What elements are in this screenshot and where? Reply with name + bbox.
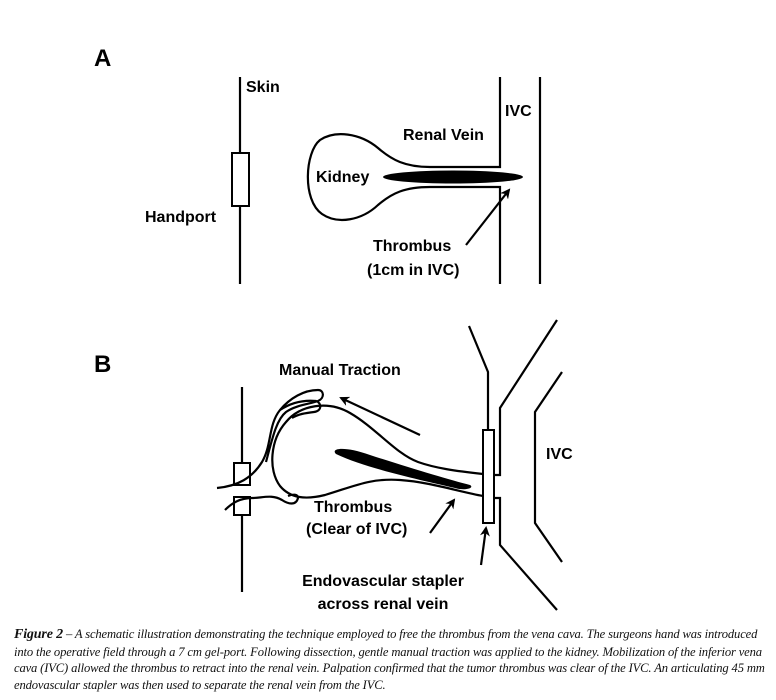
ivc-label: IVC bbox=[546, 446, 573, 463]
caption-text: – A schematic illustration demonstrating… bbox=[14, 627, 765, 692]
ivc-label: IVC bbox=[505, 103, 532, 120]
thrombus-arrow bbox=[465, 188, 511, 246]
traction-arrow bbox=[339, 396, 421, 436]
thrombus-arrow bbox=[429, 498, 456, 534]
kidney-renal-vein-outline bbox=[306, 77, 502, 284]
skin-label: Skin bbox=[246, 79, 280, 96]
handport-box bbox=[231, 152, 250, 207]
thrombus-shape bbox=[334, 448, 472, 490]
caption-lead: Figure 2 bbox=[14, 627, 63, 642]
schematic-figure: A Skin Handport Renal Vein Kidney IVC Th… bbox=[94, 45, 573, 613]
panel-b-letter: B bbox=[94, 351, 111, 378]
kidney-renal-vein-outline bbox=[271, 404, 484, 499]
stapler-arrow bbox=[479, 526, 490, 566]
renal-vein-label: Renal Vein bbox=[403, 127, 484, 144]
hand-outline bbox=[216, 388, 324, 490]
hand-finger bbox=[279, 399, 322, 419]
kidney-label: Kidney bbox=[316, 169, 369, 186]
ivc-wall-upper bbox=[495, 319, 558, 477]
endovascular-stapler bbox=[482, 429, 495, 524]
thrombus-label: Thrombus bbox=[373, 238, 451, 255]
thrombus-label: Thrombus bbox=[314, 499, 392, 516]
panel-a-letter: A bbox=[94, 45, 111, 72]
figure-caption: Figure 2 – A schematic illustration demo… bbox=[14, 626, 766, 693]
stapler-label-line2: across renal vein bbox=[318, 596, 449, 613]
manual-traction-label: Manual Traction bbox=[279, 362, 401, 379]
panel-a: A Skin Handport Renal Vein Kidney IVC Th… bbox=[94, 45, 542, 284]
stapler-label-line1: Endovascular stapler bbox=[302, 573, 464, 590]
thrombus-shape bbox=[383, 170, 523, 184]
thrombus-note-label: (Clear of IVC) bbox=[306, 521, 407, 538]
panel-b: B IVC Manual Traction Thrombus (Clear of… bbox=[94, 319, 573, 613]
ivc-left-wall-upper bbox=[467, 325, 490, 430]
handport-label: Handport bbox=[145, 209, 217, 226]
ivc-inner-wall bbox=[533, 371, 563, 563]
ivc-wall-lower bbox=[495, 496, 558, 611]
thrombus-note-label: (1cm in IVC) bbox=[367, 262, 459, 279]
